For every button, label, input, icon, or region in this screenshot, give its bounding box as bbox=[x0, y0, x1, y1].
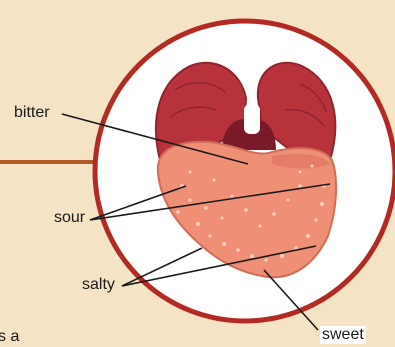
label-sour: sour bbox=[52, 209, 87, 227]
body-text-fragment: s a bbox=[0, 328, 19, 346]
uvula bbox=[244, 104, 260, 134]
label-sweet: sweet bbox=[320, 326, 366, 344]
label-salty: salty bbox=[80, 276, 117, 294]
label-bitter: bitter bbox=[12, 104, 52, 122]
